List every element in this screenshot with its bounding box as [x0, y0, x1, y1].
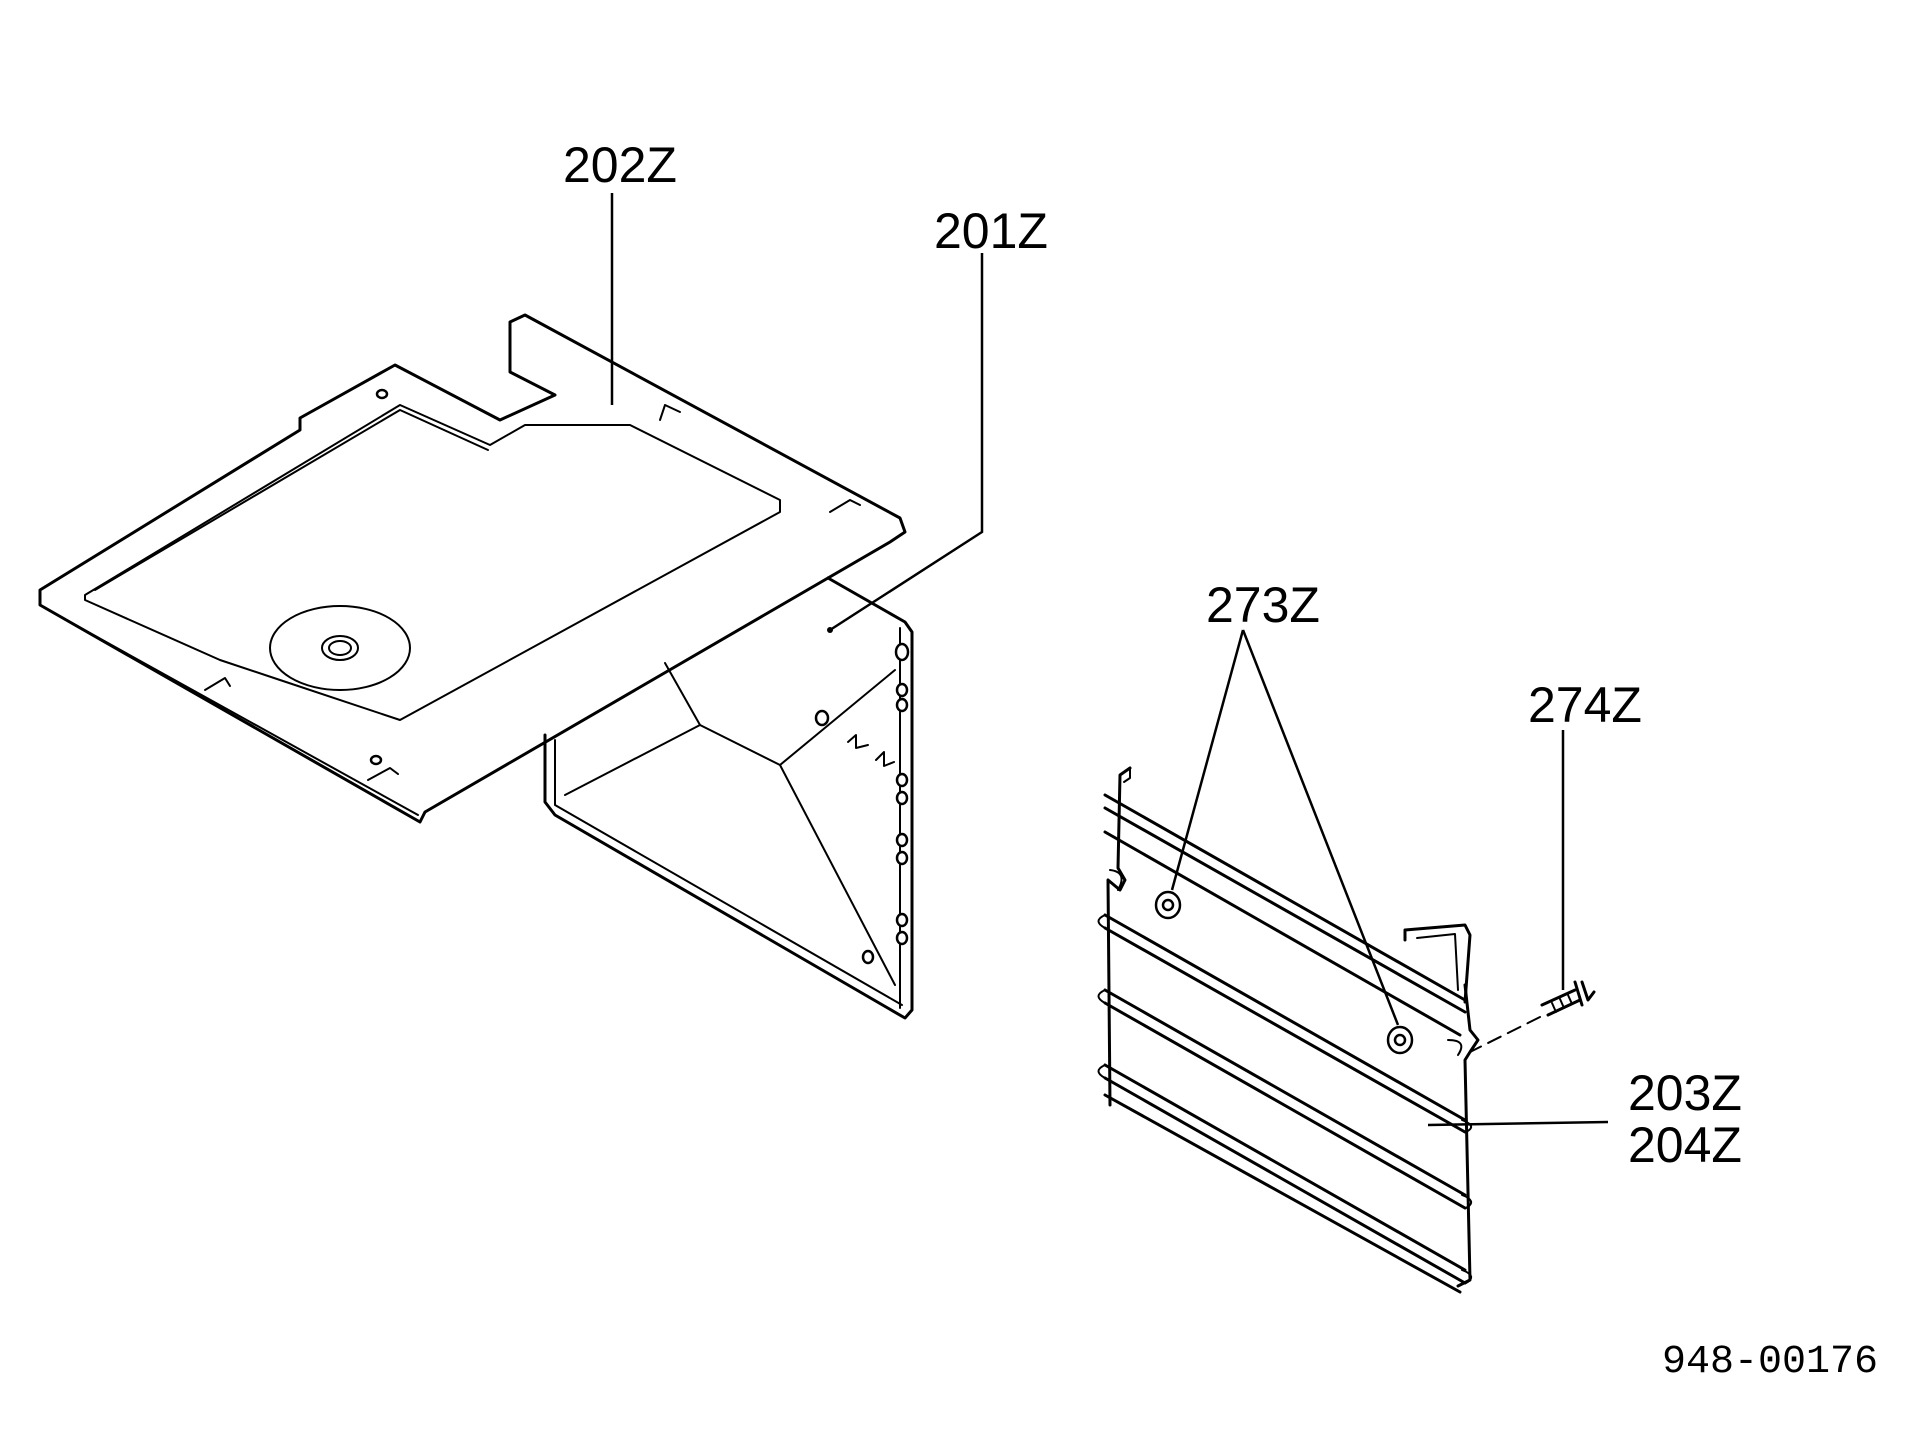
- wire-shelf-runner-203z-204z: [1097, 766, 1480, 1294]
- label-274z: 274Z: [1528, 677, 1642, 733]
- callout-labels: 202Z 201Z 273Z 274Z 203Z 204Z: [563, 137, 1742, 1173]
- leader-lines: [610, 193, 1609, 1127]
- shelf-rails: [1103, 793, 1467, 1294]
- screw-274z: [1469, 980, 1596, 1053]
- label-204z: 204Z: [1628, 1117, 1742, 1173]
- label-203z: 203Z: [1628, 1065, 1742, 1121]
- label-273z: 273Z: [1206, 577, 1320, 633]
- top-plate-202z: [38, 313, 907, 824]
- bracket-holes: [814, 642, 910, 965]
- document-number: 948-00176: [1662, 1340, 1878, 1385]
- bottom-bracket-201z: [543, 576, 914, 1020]
- label-202z: 202Z: [563, 137, 677, 193]
- label-201z: 201Z: [934, 203, 1048, 259]
